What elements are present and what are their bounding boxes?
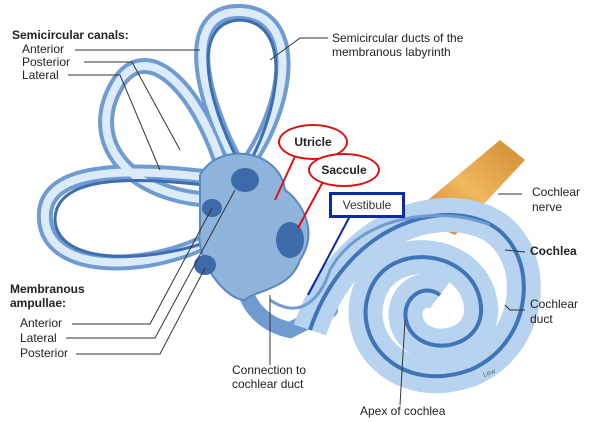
label-cochlear-nerve-1: Cochlear xyxy=(532,185,581,199)
label-saccule: Saccule xyxy=(308,153,380,187)
label-lateral-canal: Lateral xyxy=(22,68,59,82)
label-membranous-ampullae-1: Membranous xyxy=(10,282,85,296)
label-semicircular-ducts-2: membranous labyrinth xyxy=(332,45,451,59)
label-semicircular-ducts-1: Semicircular ducts of the xyxy=(332,31,464,45)
label-anterior-ampulla: Anterior xyxy=(20,316,63,330)
label-apex: Apex of cochlea xyxy=(360,404,446,418)
label-vestibule: Vestibule xyxy=(329,192,405,218)
label-connection-1: Connection to xyxy=(232,363,307,377)
label-membranous-ampullae-2: ampullae: xyxy=(10,296,67,310)
label-cochlear-duct-1: Cochlear xyxy=(530,297,579,311)
label-cochlear-nerve-2: nerve xyxy=(532,200,563,214)
cochlea-spiral xyxy=(269,198,541,394)
label-utricle: Utricle xyxy=(278,124,348,160)
vestibule-body xyxy=(198,152,310,302)
label-lateral-ampulla: Lateral xyxy=(20,331,57,345)
label-posterior-canal: Posterior xyxy=(22,55,71,69)
label-cochlear-duct-2: duct xyxy=(530,312,553,326)
label-posterior-ampulla: Posterior xyxy=(20,346,69,360)
label-semicircular-canals: Semicircular canals: xyxy=(12,28,129,42)
label-connection-2: cochlear duct xyxy=(232,377,304,391)
label-anterior-canal: Anterior xyxy=(22,42,65,56)
label-cochlea: Cochlea xyxy=(530,244,577,258)
